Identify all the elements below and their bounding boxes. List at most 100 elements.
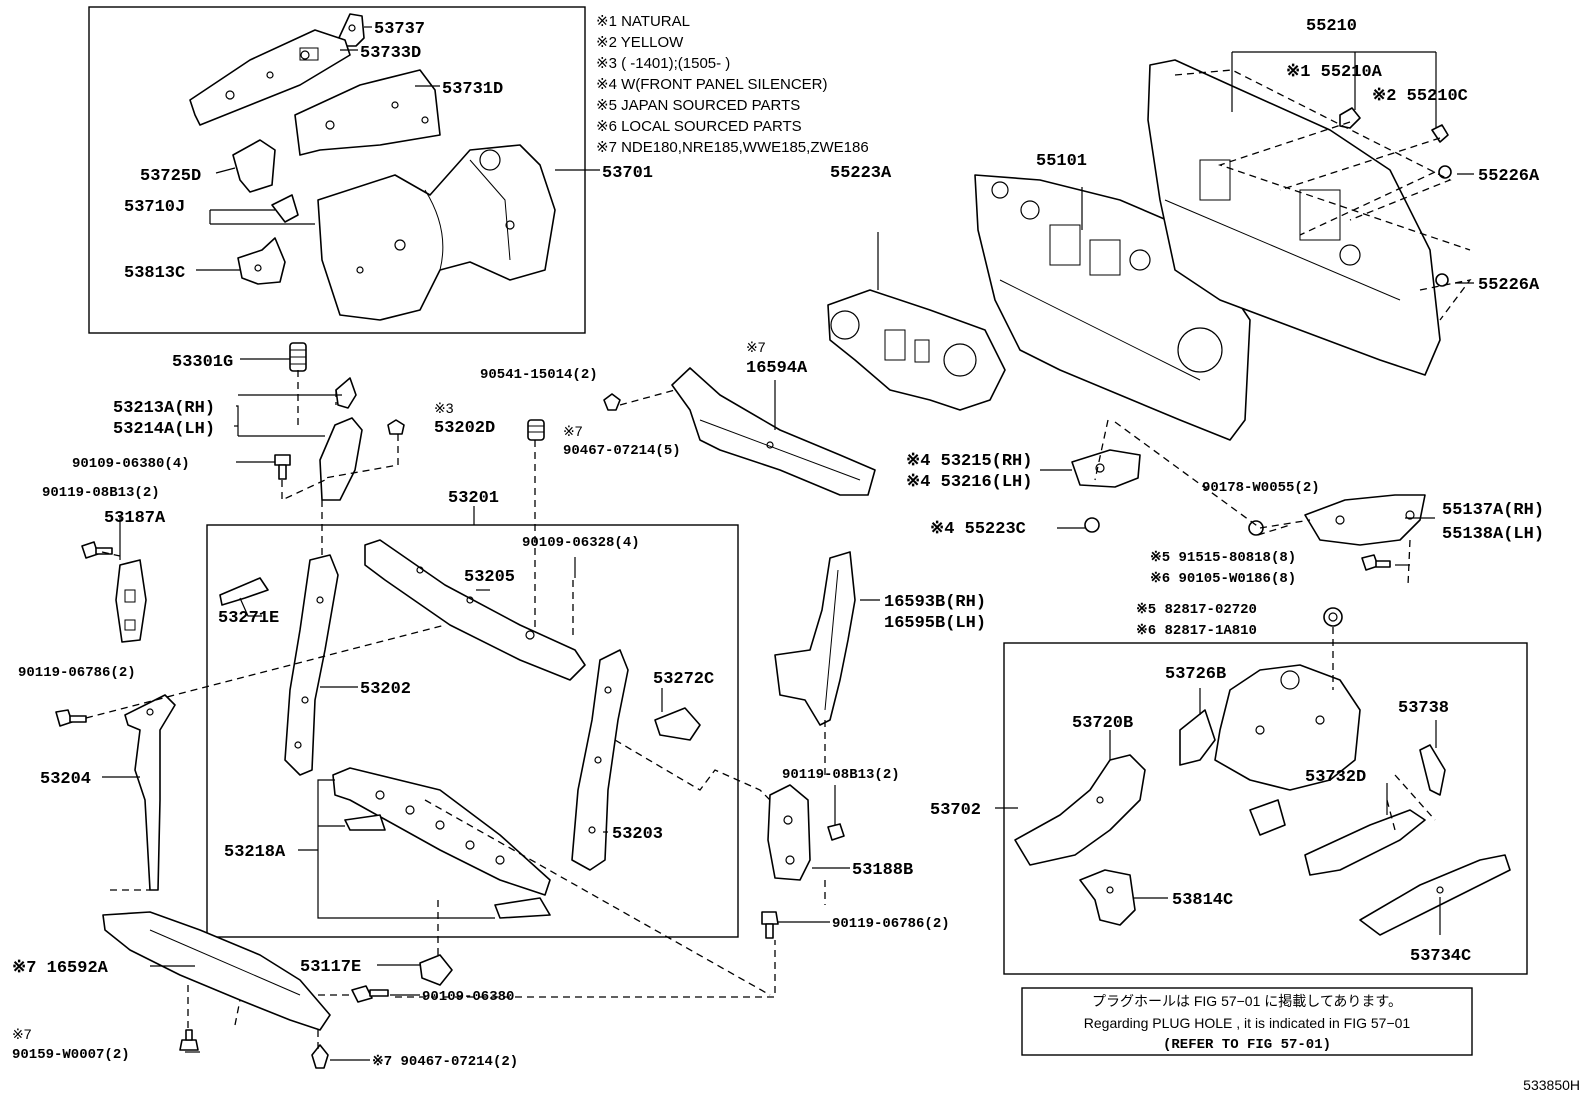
part-drawing-55226A-2 [1435,273,1449,287]
label-90119-08B13-b: 90119-08B13(2) [782,767,900,783]
part-drawing-55223A [827,289,1006,411]
part-drawing-53731D [294,69,441,156]
label-53814C: 53814C [1172,891,1233,910]
label-55210: 55210 [1306,17,1357,36]
label-53215: ※4 53215(RH) [906,452,1032,471]
label-90109-06380: 90109-06380 [422,989,514,1005]
part-drawing-55226A-1 [1438,165,1452,179]
part-drawing-55210A [1339,107,1361,129]
reference-note-box [1021,987,1473,1056]
label-55210C: ※2 55210C [1372,87,1468,106]
label-53737: 53737 [374,20,425,39]
part-labels: 53737 53733D 53731D 53725D 53701 53710J … [12,17,1544,1070]
label-53271E: 53271E [218,609,279,628]
notes-list: ※1 NATURAL ※2 YELLOW ※3 ( -1401);(1505- … [596,13,869,156]
label-53204: 53204 [40,770,91,789]
note-6: ※6 LOCAL SOURCED PARTS [596,118,802,135]
part-drawing-53710J [271,194,299,223]
part-drawing-bolt-90109-06380-b [351,985,389,1003]
part-drawing-82817 [1323,607,1343,627]
part-drawing-bolt-90119-08B13 [81,541,113,559]
label-90159-W0007: 90159-W0007(2) [12,1047,130,1063]
label-53201: 53201 [448,489,499,508]
note-3: ※3 ( -1401);(1505- ) [596,55,730,72]
label-82817-1A810: ※6 82817-1A810 [1136,623,1257,639]
reference-note-japanese: プラグホールは FIG 57−01 に掲載してあります。 [1092,993,1402,1009]
label-53216: ※4 53216(LH) [906,473,1032,492]
reference-note-refer: (REFER TO FIG 57-01) [1163,1037,1331,1053]
label-82817-02720: ※5 82817-02720 [1136,602,1257,618]
part-drawing-90159 [179,1029,199,1051]
part-drawing-53202 [284,554,339,776]
part-drawing-53272C [654,707,701,741]
label-55226A-1: 55226A [1478,167,1540,186]
part-drawing-bolt-91515 [1361,554,1391,571]
label-16595B: 16595B(LH) [884,614,986,633]
part-drawing-clip-90467 [603,393,621,411]
part-drawing-53726B [1179,709,1216,766]
part-drawing-90541 [527,419,545,441]
label-53726B: 53726B [1165,665,1226,684]
part-drawing-53732D [1304,809,1426,876]
note-7: ※7 NDE180,NRE185,WWE185,ZWE186 [596,139,869,156]
label-16594A-mark: ※7 [746,339,766,355]
reference-note: プラグホールは FIG 57−01 に掲載してあります。 Regarding P… [1084,993,1411,1053]
part-drawing-16594A [671,367,876,496]
label-53731D: 53731D [442,80,503,99]
label-53218A: 53218A [224,843,286,862]
label-53701: 53701 [602,164,653,183]
part-drawing-55137A [1304,494,1426,546]
label-53710J: 53710J [124,198,185,217]
part-drawing-53203 [571,649,629,871]
label-90467-07214-2: ※7 90467-07214(2) [372,1054,518,1070]
label-53213A: 53213A(RH) [113,399,215,418]
part-drawing-bolt-90119-08B13-b [827,823,845,841]
part-drawing-53301G [289,342,307,372]
label-53214A: 53214A(LH) [113,420,215,439]
part-drawing-53218A [332,767,551,919]
note-1: ※1 NATURAL [596,13,690,30]
label-90109-06380-4: 90109-06380(4) [72,456,190,472]
label-53725D: 53725D [140,167,201,186]
part-drawing-55223C [1084,517,1100,533]
part-drawing-53271E [219,577,269,606]
part-drawing-53738 [1419,744,1446,796]
label-90119-08B13-2: 90119-08B13(2) [42,485,160,501]
label-55223A: 55223A [830,164,892,183]
label-16592A: ※7 16592A [12,959,109,978]
label-55226A-2: 55226A [1478,276,1540,295]
part-drawing-53187A [115,559,147,643]
part-drawing-53701 [317,144,556,321]
part-drawing-53702-small [1249,799,1286,836]
label-53301G: 53301G [172,353,233,372]
label-53734C: 53734C [1410,947,1471,966]
part-drawing-16592A [102,911,331,1031]
part-drawing-53720B [1014,754,1146,866]
part-drawing-53214A [319,417,363,501]
part-drawing-53117E [419,954,453,986]
figure-id: 533850H [1523,1077,1580,1093]
label-53202D-mark: ※3 [434,400,454,416]
label-16594A: 16594A [746,359,808,378]
label-90105-W0186: ※6 90105-W0186(8) [1150,571,1296,587]
label-55137A: 55137A(RH) [1442,501,1544,520]
part-drawing-53814C [1079,869,1136,926]
part-drawing-53813C [237,237,286,285]
part-drawing-55210C [1431,124,1449,143]
label-53813C: 53813C [124,264,185,283]
label-90467-mark: ※7 [563,423,583,439]
dashed-assembly-lines [85,69,1472,1050]
label-53702: 53702 [930,801,981,820]
part-drawing-bolt-90119-06786 [55,709,87,727]
label-53720B: 53720B [1072,714,1133,733]
leader-lines [102,26,1474,1061]
label-90178-W0055: 90178-W0055(2) [1202,480,1320,496]
label-53203: 53203 [612,825,663,844]
label-55210A: ※1 55210A [1286,63,1383,82]
label-55101: 55101 [1036,152,1087,171]
label-53272C: 53272C [653,670,714,689]
label-90467-07214-5: 90467-07214(5) [563,443,681,459]
label-53733D: 53733D [360,44,421,63]
part-drawing-16593B [774,551,856,726]
